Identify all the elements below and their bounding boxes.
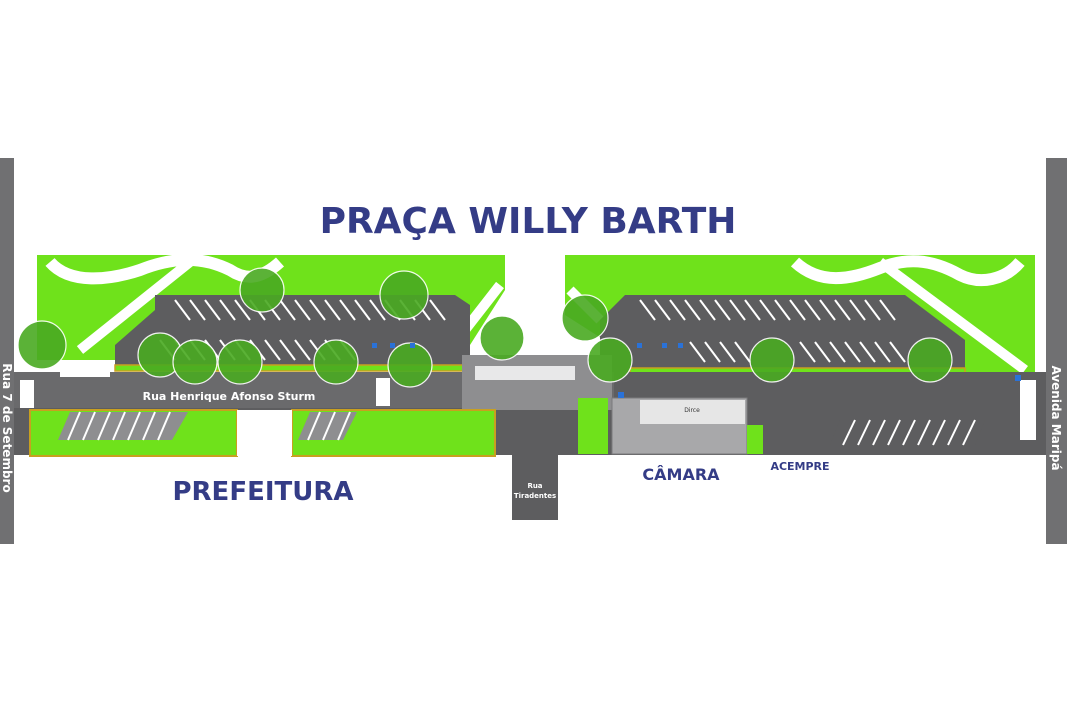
plaza-walkway-left-c	[461, 281, 504, 334]
crosswalks	[20, 365, 1036, 440]
parking-lot-right	[600, 295, 965, 372]
accessible-parking-icons	[372, 343, 1021, 398]
acempre-label: ACEMPRE	[770, 460, 829, 473]
plaza-walkway-right	[790, 255, 1025, 287]
rua-7-label: Rua 7 de Setembro	[0, 363, 14, 492]
camara-building-roof	[640, 400, 745, 424]
rua-tiradentes-label-1: Rua	[527, 482, 542, 490]
trees	[17, 267, 953, 388]
camara-grass	[578, 398, 608, 454]
praca-title: PRAÇA WILLY BARTH	[320, 201, 737, 242]
prefeitura-entry	[237, 410, 292, 456]
prefeitura-parking-b	[298, 412, 357, 440]
dirce-label: Dirce	[684, 407, 700, 414]
acempre-parking-stripes	[842, 419, 976, 446]
prefeitura-parking-stripes	[67, 411, 351, 441]
rua-henrique-label: Rua Henrique Afonso Sturm	[143, 390, 316, 403]
plaza-walkway-right-b	[877, 257, 1028, 375]
rua-tiradentes-label-2: Tiradentes	[514, 492, 556, 500]
plaza-walkway-left-b	[76, 258, 194, 354]
camara-label: CÂMARA	[642, 465, 720, 484]
prefeitura-parking-a	[58, 412, 188, 440]
acempre-grass	[747, 425, 763, 454]
acempre-parking	[830, 420, 985, 445]
parking-stripes-right	[639, 299, 906, 363]
rua-7-de-setembro-road	[0, 158, 14, 544]
avenida-maripa-road	[1046, 158, 1067, 544]
prefeitura-label: PREFEITURA	[172, 477, 353, 507]
rua-tiradentes-road	[512, 410, 558, 520]
avenida-maripa-label: Avenida Maripá	[1049, 365, 1063, 470]
